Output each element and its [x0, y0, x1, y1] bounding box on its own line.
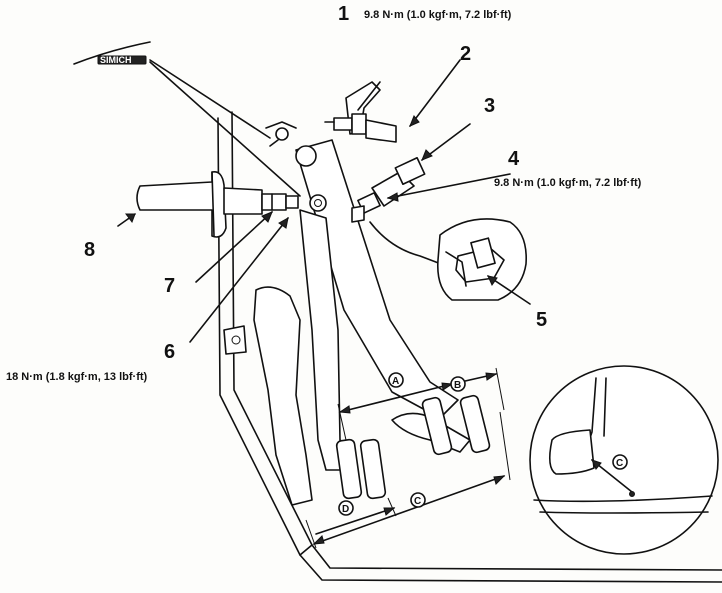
detail-C-text: C [616, 458, 623, 469]
callout-5: 5 [536, 309, 547, 331]
dim-label-B: B [450, 376, 466, 392]
pen-marker-label: SIMICH [100, 55, 132, 65]
dim-label-C: C [410, 492, 426, 508]
detail-pedal-height: C [529, 365, 719, 555]
dim-B-text: B [454, 380, 461, 391]
callout-2: 2 [460, 43, 471, 65]
callout-1: 1 [338, 3, 349, 25]
dim-A-text: A [392, 376, 399, 387]
brake-light-switch [324, 59, 461, 143]
torque-spec-6: 18 N·m (1.8 kgf·m, 13 lbf·ft) [6, 371, 148, 383]
pedal-arm-left [253, 209, 387, 506]
callout-8: 8 [84, 239, 95, 261]
dim-D-text: D [342, 504, 349, 515]
callout-4: 4 [508, 148, 520, 170]
pedal-pin [265, 121, 297, 147]
firewall [217, 111, 722, 583]
detail-5 [436, 218, 531, 305]
callout-3: 3 [484, 95, 495, 117]
torque-spec-1: 9.8 N·m (1.0 kgf·m, 7.2 lbf·ft) [364, 9, 512, 21]
callout-7: 7 [164, 275, 175, 297]
dim-label-A: A [388, 372, 404, 388]
dim-label-D: D [338, 500, 354, 516]
pedal-arm-right [391, 394, 491, 456]
pen-marker: SIMICH [73, 41, 301, 197]
torque-spec-4: 9.8 N·m (1.0 kgf·m, 7.2 lbf·ft) [494, 177, 642, 189]
brake-booster [117, 170, 299, 238]
dim-C-text: C [414, 496, 421, 507]
leaders [189, 211, 289, 343]
firewall-bracket [223, 325, 247, 355]
callout-6: 6 [164, 341, 175, 363]
pedal-bracket [295, 139, 459, 419]
